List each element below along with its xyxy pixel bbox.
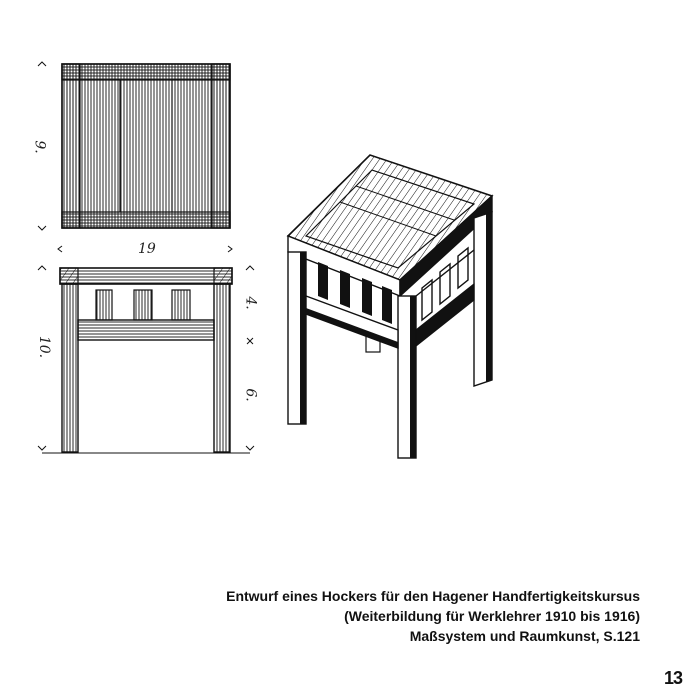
caption: Entwurf eines Hockers für den Hagener Ha… [226, 586, 640, 646]
front-view [42, 267, 250, 454]
isometric-view [286, 154, 494, 459]
dimension-label-rail: 4. [242, 296, 259, 310]
caption-line-2: (Weiterbildung für Werklehrer 1910 bis 1… [344, 608, 640, 624]
page-number: 13 [663, 668, 683, 688]
top-view [61, 63, 231, 229]
dimension-ticks-top [37, 61, 233, 253]
stool-drawing: 9. 19 10. 4. 6. [31, 61, 494, 459]
dimension-label-leg: 6. [242, 388, 259, 402]
dimension-label-top-height: 9. [31, 140, 48, 154]
caption-line-3: Maßsystem und Raumkunst, S.121 [409, 628, 640, 644]
dimension-label-side-height: 10. [36, 335, 53, 359]
dimension-label-width: 19 [138, 241, 156, 257]
dimension-ticks-front [37, 265, 255, 451]
caption-line-1: Entwurf eines Hockers für den Hagener Ha… [226, 588, 640, 604]
